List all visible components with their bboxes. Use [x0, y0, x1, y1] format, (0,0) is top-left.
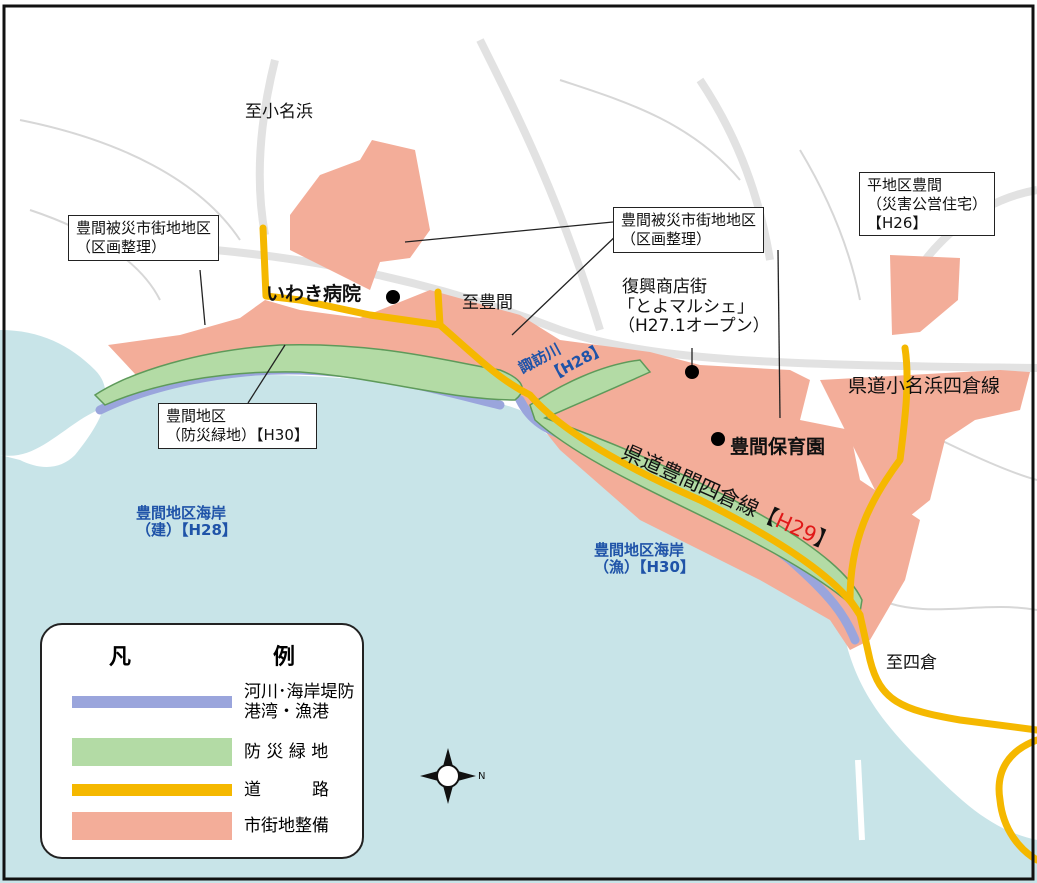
legend-label-road: 道 路: [244, 779, 329, 800]
legend-label-seawall-2: 港湾・漁港: [244, 702, 329, 722]
label-coast-construction-2: （建）【H28】: [136, 521, 237, 540]
callout-green-2: （防災緑地）【H30】: [166, 425, 309, 444]
map-frame: [2, 4, 1035, 881]
label-coast-fishery-2: （漁）【H30】: [594, 558, 695, 577]
callout-west-urban-1: 豊間被災市街地地区: [76, 219, 212, 237]
label-reconstruction-street-2: 「とよマルシェ」: [618, 296, 754, 317]
label-reconstruction-street-1: 復興商店街: [622, 277, 707, 297]
main-roads: [259, 224, 1037, 864]
legend-item-seawall: 河川･海岸堤防 港湾・漁港: [72, 682, 355, 722]
label-to-yotsukura: 至四倉: [886, 653, 937, 673]
callout-center-urban-1: 豊間被災市街地地区: [621, 211, 757, 229]
label-reconstruction-street-3: （H27.1オープン）: [618, 316, 770, 337]
marche-marker-icon: [685, 365, 699, 379]
label-coast-fishery: 豊間地区海岸 （漁）【H30】: [594, 541, 695, 577]
legend-item-green: 防 災 緑 地: [72, 737, 328, 767]
legend-swatch-road: [72, 784, 232, 796]
label-coast-construction: 豊間地区海岸 （建）【H28】: [136, 504, 237, 540]
legend-label-green: 防 災 緑 地: [244, 741, 329, 762]
label-coast-construction-1: 豊間地区海岸: [136, 504, 227, 522]
label-iwaki-hospital: いわき病院: [266, 283, 362, 305]
urban-development-areas: [108, 140, 1030, 650]
legend: 凡 例 河川･海岸堤防 港湾・漁港 防 災 緑 地 道 路 市街地整備: [40, 623, 364, 859]
compass-rose-icon: [420, 748, 476, 804]
iwaki-hospital-marker-icon: [386, 290, 400, 304]
label-toyoma-nursery: 豊間保育園: [730, 436, 826, 458]
legend-label-urban: 市街地整備: [244, 815, 329, 836]
callout-west-urban-2: （区画整理）: [76, 237, 167, 256]
callout-west-urban: 豊間被災市街地地区 （区画整理）: [68, 215, 220, 261]
legend-item-urban: 市街地整備: [72, 811, 329, 841]
legend-label-seawall: 河川･海岸堤防 港湾・漁港: [244, 682, 355, 723]
callout-taira: 平地区豊間 （災害公営住宅） 【H26】: [859, 172, 996, 237]
label-to-toyoma: 至豊間: [462, 293, 513, 313]
legend-title: 凡 例: [108, 645, 355, 670]
callout-center-urban-2: （区画整理）: [621, 229, 712, 248]
legend-label-seawall-1: 河川･海岸堤防: [244, 681, 355, 702]
callout-center-urban: 豊間被災市街地地区 （区画整理）: [613, 207, 765, 253]
breakwater: [855, 759, 865, 841]
legend-swatch-seawall: [72, 696, 232, 708]
label-to-onahama: 至小名浜: [245, 102, 313, 122]
legend-swatch-green: [72, 738, 232, 766]
nursery-marker-icon: [711, 432, 725, 446]
label-coast-fishery-1: 豊間地区海岸: [594, 541, 685, 559]
callout-taira-2: （災害公営住宅）: [867, 194, 988, 213]
leader-lines: [199, 221, 781, 419]
callout-taira-3: 【H26】: [867, 213, 928, 232]
legend-swatch-urban: [72, 812, 232, 840]
callout-taira-1: 平地区豊間: [867, 176, 943, 194]
callout-green-zone: 豊間地区 （防災緑地）【H30】: [158, 403, 317, 449]
callout-green-1: 豊間地区: [166, 407, 227, 425]
legend-item-road: 道 路: [72, 775, 329, 805]
label-prefectural-road-onahama-yotsukura: 県道小名浜四倉線: [848, 375, 1001, 397]
label-reconstruction-street: 復興商店街 「とよマルシェ」 （H27.1オープン）: [618, 277, 770, 337]
compass-north-letter: N: [478, 771, 486, 782]
